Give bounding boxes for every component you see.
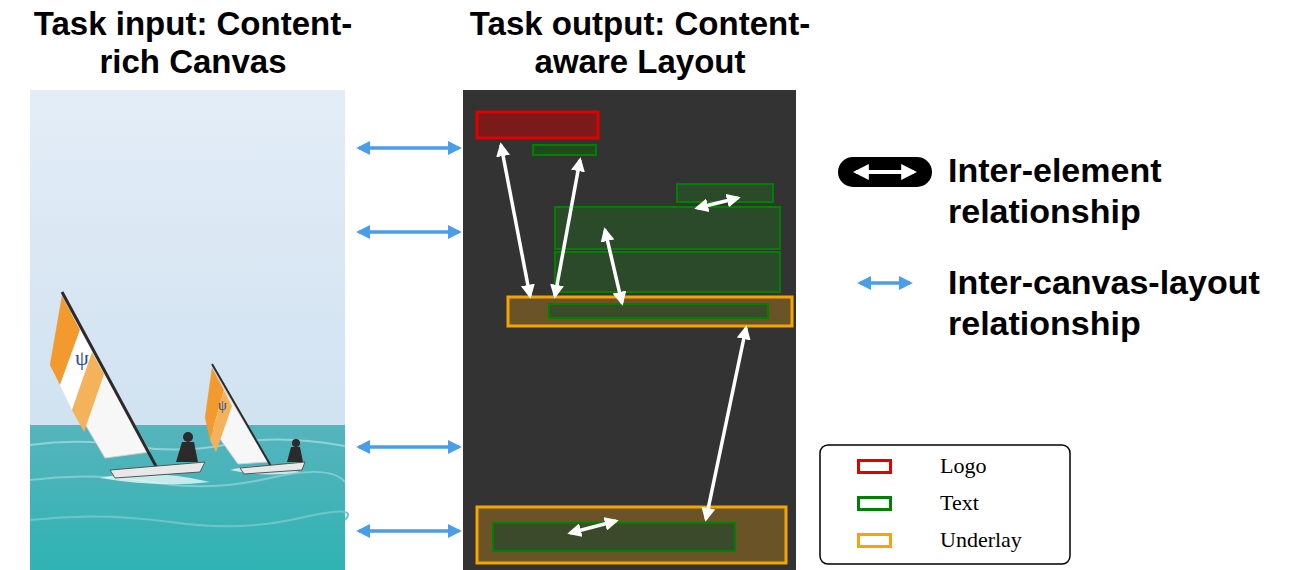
panel-heading: Task input: Content-rich Canvas: [18, 5, 368, 81]
legend-text: Inter-element relationship: [948, 150, 1288, 232]
canvas-layout-arrow: [359, 230, 459, 234]
text-box: [555, 252, 780, 292]
sail-logo: ψ: [75, 345, 89, 370]
sail: [50, 296, 150, 458]
legend-sample-arrow: [856, 170, 914, 174]
sailor: [183, 432, 193, 442]
legend-text: Text: [940, 491, 979, 515]
underlay-box: [508, 297, 792, 326]
wave: [30, 511, 348, 526]
legend-swatch: [857, 459, 892, 474]
logo-box: [477, 112, 598, 138]
canvas-layout-arrow: [359, 146, 459, 150]
text-box: [533, 145, 596, 155]
text-box: [549, 304, 768, 318]
relation-arrow: [570, 521, 616, 533]
canvas-layout-arrow: [359, 529, 459, 533]
sail-stripe: [210, 390, 232, 452]
wave: [30, 472, 345, 486]
text-box: [677, 184, 773, 202]
hull: [110, 462, 205, 478]
legend-sample-pill: [838, 157, 932, 187]
panel-heading: Task output: Content-aware Layout: [445, 5, 835, 81]
sailor: [292, 439, 300, 447]
underlay-box: [477, 507, 786, 563]
legend-swatch: [857, 533, 892, 548]
layout-canvas: [463, 90, 796, 570]
relation-arrow: [706, 328, 746, 519]
relation-arrow: [697, 198, 738, 208]
photo-sea: [30, 425, 345, 570]
legend-text: Underlay: [940, 528, 1022, 552]
legend-text: Logo: [940, 454, 986, 478]
relation-arrow: [501, 145, 530, 296]
text-box: [493, 523, 735, 551]
relation-arrow: [605, 230, 622, 303]
mast: [62, 292, 158, 470]
legend-sample-arrow: [860, 281, 910, 285]
sailor: [287, 447, 303, 462]
panel-node: Task input: Content-rich Canvas: [30, 5, 345, 570]
text-box: [555, 207, 780, 249]
panel-node: Task output: Content-aware Layout: [463, 5, 796, 570]
legend-frame: [820, 445, 1070, 564]
legend-text: Inter-canvas-layout relationship: [948, 262, 1288, 344]
relation-arrow: [555, 160, 580, 296]
photo-sky: [30, 90, 345, 570]
canvas-layout-arrow: [359, 445, 459, 449]
sail: [205, 368, 268, 464]
sailor: [176, 442, 198, 462]
hull: [240, 462, 305, 474]
legend-swatch: [857, 496, 892, 511]
mast: [212, 364, 272, 468]
sail-logo: ψ: [218, 398, 227, 413]
